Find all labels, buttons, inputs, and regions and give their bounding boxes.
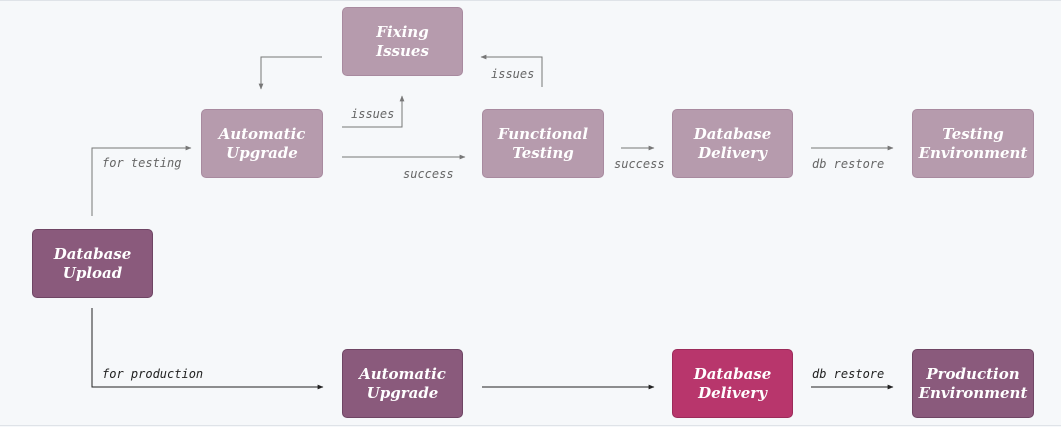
node-database-delivery-production[interactable]: Database Delivery	[672, 349, 793, 418]
edge-issues-from-upgrade	[342, 95, 405, 128]
edge-fix-to-upgrade	[258, 56, 322, 90]
edge-for-production	[91, 308, 324, 390]
node-testing-environment[interactable]: Testing Environment	[912, 109, 1034, 178]
node-database-upload[interactable]: Database Upload	[32, 229, 153, 298]
edge-label-db-restore-production: db restore	[812, 367, 885, 381]
node-database-delivery-testing[interactable]: Database Delivery	[672, 109, 793, 178]
edge-for-testing	[91, 145, 192, 216]
edge-label-success-testing: success	[614, 157, 665, 171]
node-production-environment[interactable]: Production Environment	[912, 349, 1034, 418]
edge-label-issues-upgrade: issues	[351, 107, 395, 121]
edge-label-for-testing: for testing	[102, 156, 182, 170]
edge-issues-from-testing	[480, 54, 543, 87]
edge-label-issues-testing: issues	[491, 67, 535, 81]
node-automatic-upgrade-testing[interactable]: Automatic Upgrade	[201, 109, 323, 178]
node-fixing-issues[interactable]: Fixing Issues	[342, 7, 463, 76]
edge-label-success-upgrade: success	[403, 167, 454, 181]
node-functional-testing[interactable]: Functional Testing	[482, 109, 604, 178]
edge-label-for-production: for production	[102, 367, 204, 381]
edge-label-db-restore-testing: db restore	[812, 157, 885, 171]
node-automatic-upgrade-production[interactable]: Automatic Upgrade	[342, 349, 463, 418]
